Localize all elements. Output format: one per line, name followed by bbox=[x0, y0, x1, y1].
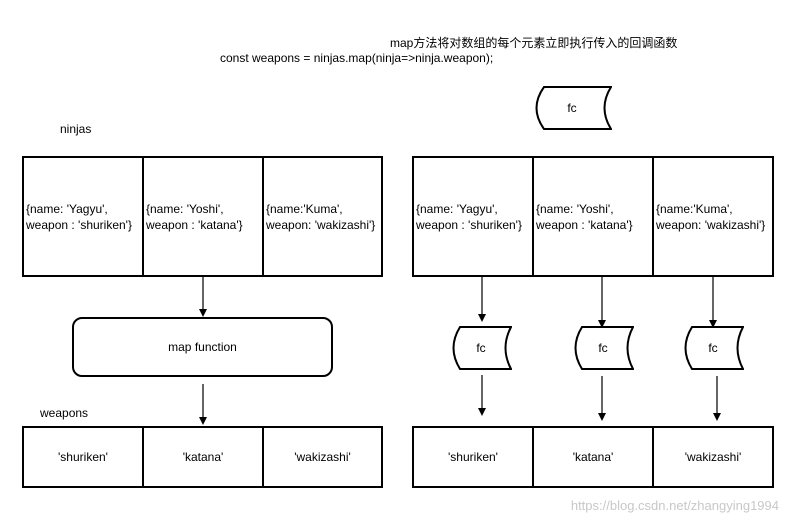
ninja-object-yagyu-right: {name: 'Yagyu', weapon : 'shuriken'} bbox=[414, 158, 534, 275]
fc-label-2: fc bbox=[598, 341, 608, 355]
ninja-object-kuma: {name:'Kuma', weapon: 'wakizashi'} bbox=[266, 201, 376, 232]
map-function-box: map function bbox=[72, 317, 333, 377]
fc-callback-shape-3: fc bbox=[682, 326, 744, 370]
stored-data-icon bbox=[574, 326, 634, 370]
ninja-object-yoshi-right: {name: 'Yoshi', weapon : 'katana'} bbox=[534, 158, 654, 275]
fc-label-3: fc bbox=[708, 341, 718, 355]
ninjas-array-right: {name: 'Yagyu', weapon : 'shuriken'} {na… bbox=[412, 156, 774, 277]
ninjas-label: ninjas bbox=[60, 122, 92, 136]
fc-label-1: fc bbox=[476, 341, 486, 355]
ninjas-array: {name: 'Yagyu', weapon : 'shuriken'} {na… bbox=[22, 156, 383, 277]
weapons-label: weapons bbox=[40, 406, 89, 420]
chinese-description: map方法将对数组的每个元素立即执行传入的回调函数 bbox=[390, 36, 678, 50]
weapons-array-right: 'shuriken' 'katana' 'wakizashi' bbox=[412, 426, 774, 488]
weapon-result-shuriken: 'shuriken' bbox=[24, 428, 144, 486]
code-snippet: const weapons = ninjas.map(ninja=>ninja.… bbox=[220, 51, 494, 65]
weapon-result-shuriken-right: 'shuriken' bbox=[414, 428, 534, 486]
fc-callback-shape-2: fc bbox=[572, 326, 634, 370]
watermark: https://blog.csdn.net/zhangying1994 bbox=[570, 498, 779, 513]
ninja-object-yoshi: {name: 'Yoshi', weapon : 'katana'} bbox=[144, 158, 264, 275]
stored-data-icon bbox=[684, 326, 744, 370]
fc-label-top: fc bbox=[567, 101, 577, 115]
ninja-object-yagyu: {name: 'Yagyu', weapon : 'shuriken'} bbox=[24, 158, 144, 275]
weapon-result-katana-right: 'katana' bbox=[534, 428, 654, 486]
weapon-result-katana: 'katana' bbox=[144, 428, 264, 486]
stored-data-icon bbox=[452, 326, 512, 370]
weapon-result-wakizashi-right: 'wakizashi' bbox=[684, 450, 742, 464]
weapons-array-left: 'shuriken' 'katana' 'wakizashi' bbox=[22, 426, 383, 488]
fc-callback-shape-top: fc bbox=[532, 86, 612, 130]
fc-callback-shape-1: fc bbox=[450, 326, 512, 370]
ninja-object-kuma-right: {name:'Kuma', weapon: 'wakizashi'} bbox=[656, 201, 766, 232]
map-function-label: map function bbox=[168, 340, 237, 354]
stored-data-icon bbox=[535, 86, 612, 130]
weapon-result-wakizashi: 'wakizashi' bbox=[294, 450, 351, 464]
